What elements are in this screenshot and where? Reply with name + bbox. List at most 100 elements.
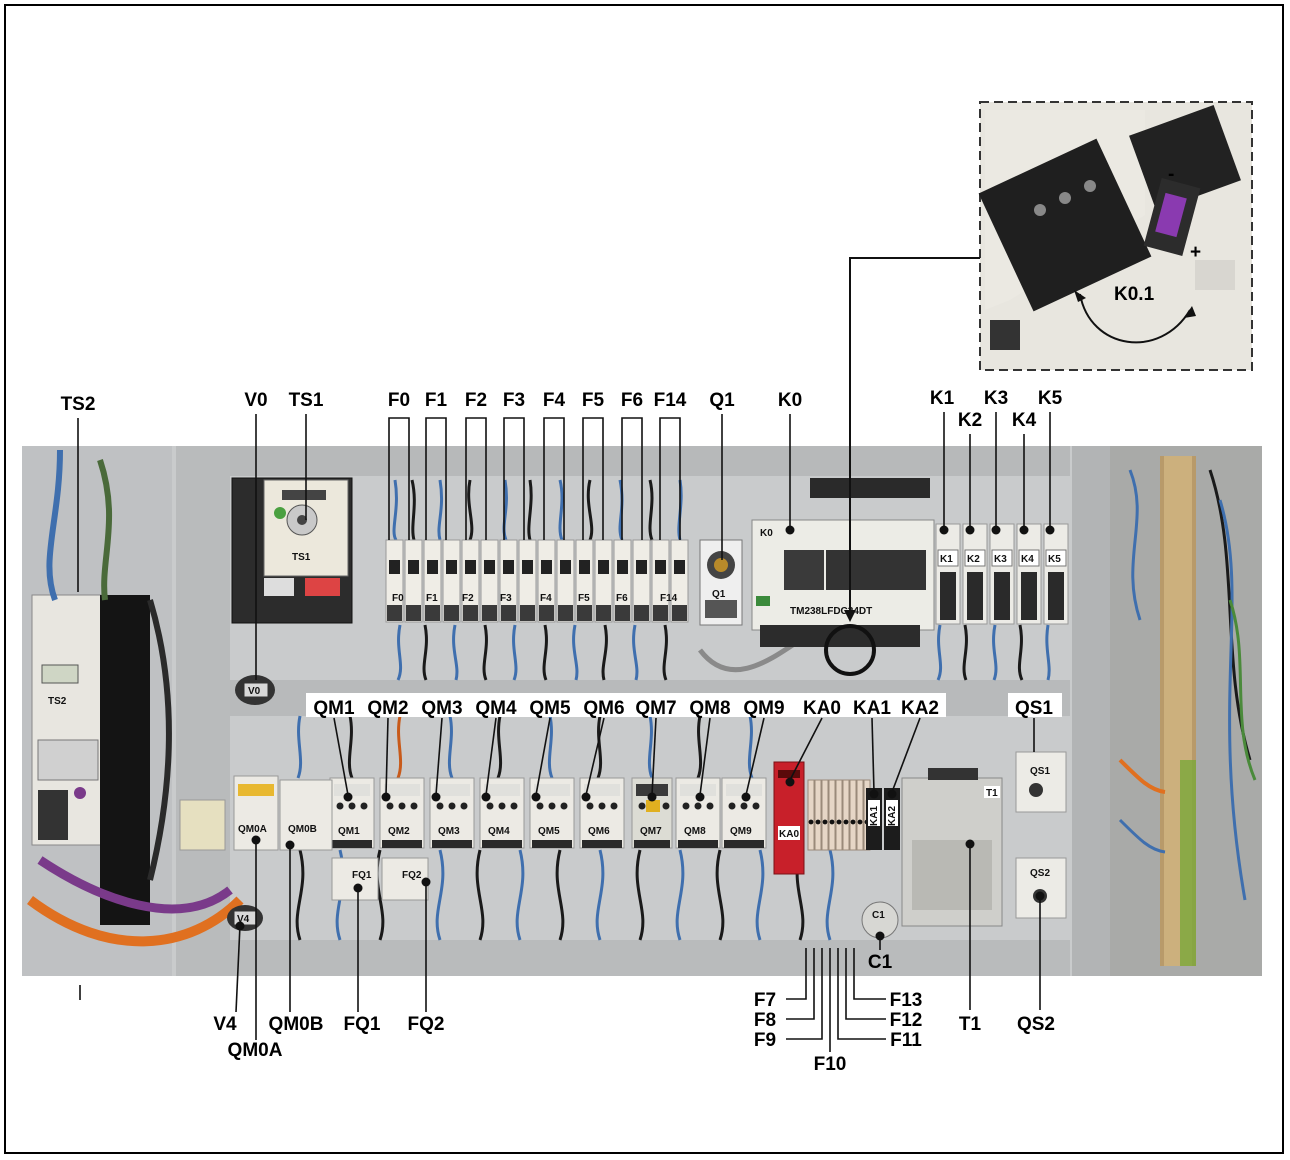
leader-dot [965, 525, 975, 535]
leader-line [786, 948, 823, 1040]
label-k1: K1 [930, 388, 955, 409]
leader-dot [695, 792, 705, 802]
contactor-device-tag: QM4 [488, 826, 510, 837]
label-f14: F14 [654, 390, 687, 411]
mini-fuse [842, 779, 850, 851]
relay-device-tag: K3 [994, 554, 1007, 565]
switch-qs2: QS2 [1015, 857, 1067, 919]
leader-dot [343, 792, 353, 802]
leader-dot [875, 931, 885, 941]
v4-filter: V4 [227, 905, 263, 931]
leader-dot [1045, 525, 1055, 535]
label-ts2: TS2 [61, 394, 96, 415]
plc-model: TM238LFDC24DT [790, 606, 872, 617]
leader-line [388, 417, 410, 540]
leader-line [333, 717, 349, 796]
label-fq2: FQ2 [408, 1014, 445, 1035]
inset-battery-detail: - + K0.1 [978, 101, 1253, 371]
label-ka1: KA1 [853, 698, 891, 719]
power-supply-t1: T1 [901, 768, 1003, 927]
label-strip-qs1 [1008, 693, 1062, 717]
v0-filter: V0 [235, 675, 275, 705]
contactor-device-tag: QM5 [538, 826, 560, 837]
terminal-fuse-block [807, 779, 871, 851]
leader-dot [1019, 525, 1029, 535]
fuse-device-tag: F2 [462, 593, 474, 604]
label-c1: C1 [868, 952, 893, 973]
ka2-device-tag: KA2 [887, 806, 898, 826]
leader-dot [285, 840, 295, 850]
cable-duct-left [176, 446, 230, 976]
relays-ka: KA1 KA2 [866, 788, 900, 850]
label-f3: F3 [503, 390, 525, 411]
leader-line [789, 717, 823, 781]
leader-dot [647, 792, 657, 802]
leader-dot [431, 792, 441, 802]
label-qm0a: QM0A [228, 1040, 283, 1061]
mini-fuse [807, 779, 815, 851]
fuse-device-tag: F0 [392, 593, 404, 604]
t1-device-tag: T1 [986, 788, 998, 799]
battery-location-marker [824, 624, 876, 676]
plc-k0: K0 TM238LFDC24DT [751, 478, 935, 647]
contactor-device-tag: QM7 [640, 826, 662, 837]
leader-dot [581, 792, 591, 802]
label-f0: F0 [388, 390, 410, 411]
label-q1: Q1 [709, 390, 735, 411]
label-t1: T1 [959, 1014, 982, 1035]
drive-ts1: TS1 [231, 477, 353, 624]
leader-line [425, 417, 447, 540]
label-v0: V0 [244, 390, 267, 411]
label-qm6: QM6 [583, 698, 624, 719]
leader-line [853, 948, 886, 1000]
ts2-device-tag: TS2 [48, 696, 67, 707]
label-k3: K3 [984, 388, 1008, 409]
ts1-device-tag: TS1 [292, 552, 311, 563]
label-qm9: QM9 [743, 698, 784, 719]
leader-line [786, 948, 815, 1020]
label-qm7: QM7 [635, 698, 676, 719]
contactor-device-tag: QM8 [684, 826, 706, 837]
leader-dot [869, 789, 879, 799]
mini-fuse [849, 779, 857, 851]
leader-dot [887, 789, 897, 799]
leader-line [837, 948, 886, 1040]
fq2-device-tag: FQ2 [402, 870, 422, 881]
leader-line [535, 717, 551, 796]
mini-fuse [835, 779, 843, 851]
label-fq1: FQ1 [344, 1014, 381, 1035]
leader-line [235, 924, 241, 1013]
ka0-device-tag: KA0 [779, 829, 799, 840]
label-k5: K5 [1038, 388, 1063, 409]
label-f7: F7 [754, 990, 776, 1011]
terminal-column [1118, 456, 1257, 966]
leader-line [871, 717, 875, 793]
label-ka2: KA2 [901, 698, 939, 719]
capacitor-c1: C1 [861, 901, 899, 939]
leader-dot [939, 525, 949, 535]
label-k0: K0 [778, 390, 802, 411]
qm0b-device-tag: QM0B [288, 824, 317, 835]
leader-line [485, 717, 497, 796]
contactor-device-tag: QM3 [438, 826, 460, 837]
leader-line [745, 717, 765, 796]
v0-device-tag: V0 [248, 686, 261, 697]
leader-dot [991, 525, 1001, 535]
cable-duct-bottom [230, 940, 1070, 976]
label-k2: K2 [958, 410, 982, 431]
plc-k0-tag: K0 [760, 528, 773, 539]
leader-dot [251, 835, 261, 845]
fq1-device-tag: FQ1 [352, 870, 372, 881]
fuse-device-tag: F4 [540, 593, 552, 604]
leader-line [651, 717, 657, 796]
c1-device-tag: C1 [872, 910, 885, 921]
label-qm8: QM8 [689, 698, 730, 719]
switch-qs1: QS1 [1015, 751, 1067, 813]
fuse-device-tag: F14 [660, 593, 678, 604]
leader-line [503, 417, 525, 540]
inset-leader [824, 257, 980, 676]
mini-fuse [814, 779, 822, 851]
